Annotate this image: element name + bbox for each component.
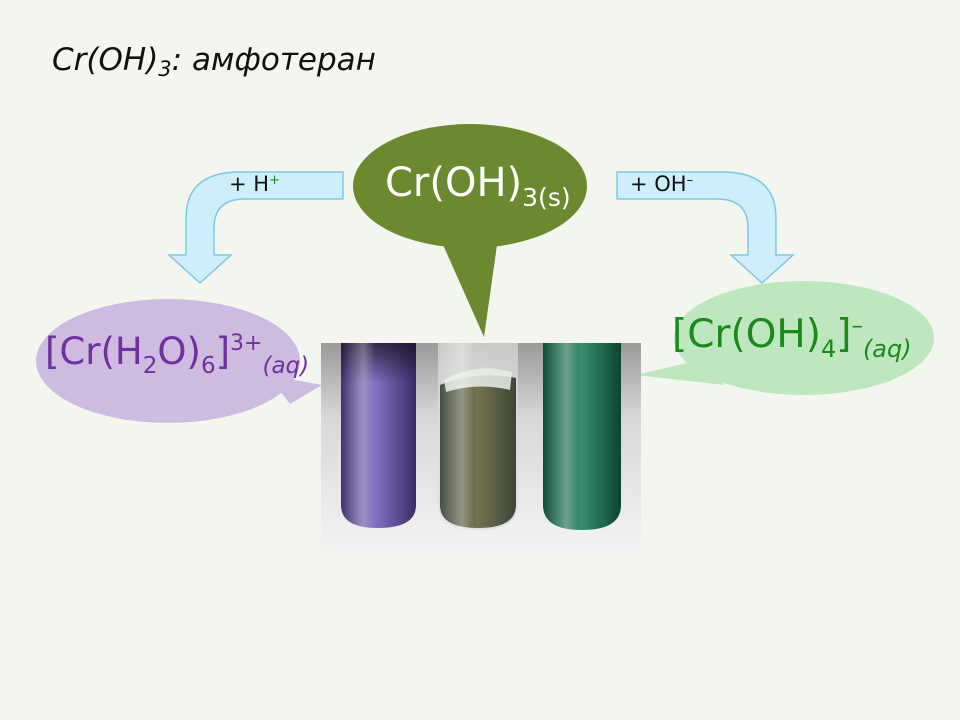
center-formula: Cr(OH)3(s) [385,160,571,212]
slide-title: Cr(OH)3: амфотеран [52,42,376,81]
test-tubes-photo [321,343,641,557]
right-product-formula: [Cr(OH)4]–(aq) [672,312,912,363]
left-arrow-label: + H+ [229,172,280,196]
left-product-formula: [Cr(H2O)6]3+(aq) [45,330,310,379]
right-arrow-label: + OH– [630,172,694,196]
right-bubble [674,281,934,395]
center-bubble-body [353,124,587,248]
left-curved-arrow [167,171,344,285]
center-bubble [440,238,498,337]
right-curved-arrow [616,171,795,285]
left-bubble [36,299,300,423]
